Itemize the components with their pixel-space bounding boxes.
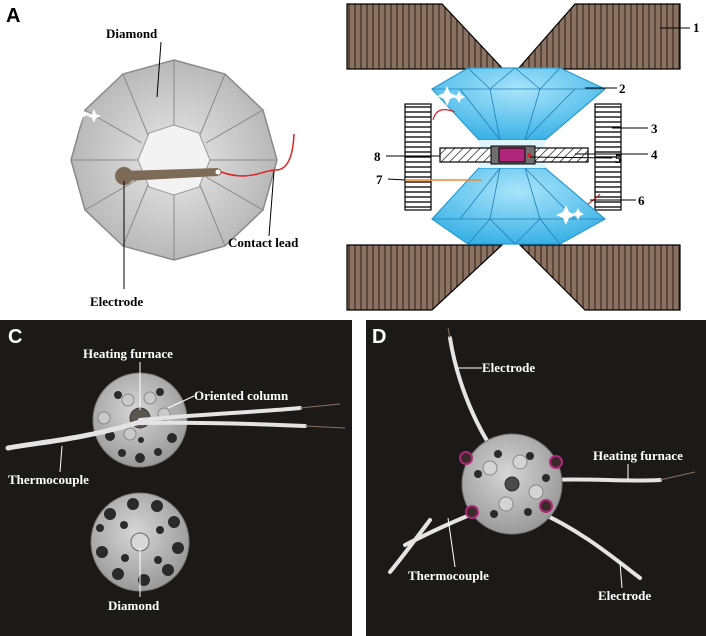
thermocouple-cable-left (5, 419, 143, 451)
lead-wire-bottom (587, 193, 601, 205)
anvil-support-bottom-left (346, 244, 504, 311)
label-heating-furnace-d: Heating furnace (593, 448, 683, 463)
cell-screws (459, 451, 563, 519)
diamond-upper (431, 67, 607, 141)
label-heating-furnace-c: Heating furnace (83, 346, 173, 361)
label-diamond: Diamond (106, 26, 158, 41)
label-electrode: Electrode (90, 294, 143, 309)
cell-plate-holes (474, 450, 550, 518)
photo-c-background (0, 320, 352, 636)
cable-far-left (388, 518, 432, 574)
heater-left (404, 103, 432, 211)
diamond-upper-facets (432, 67, 605, 141)
lead-junction (214, 168, 222, 176)
label-diamond-c: Diamond (108, 598, 160, 613)
number-2: 2 (619, 81, 626, 96)
wire-tip-1 (299, 403, 341, 409)
number-4: 4 (651, 147, 658, 162)
panel-c-letter: C (8, 326, 22, 348)
culet-face (137, 124, 211, 196)
panel-b: B (346, 3, 700, 311)
panel-d-letter: D (372, 326, 386, 348)
anvil-support-bottom-right (518, 244, 681, 311)
sample-chamber (498, 147, 526, 163)
panel-d: D Electrode Heating furnace Thermocouple… (366, 320, 706, 636)
label-contact-lead: Contact lead (228, 235, 299, 250)
panel-a-letter: A (6, 5, 20, 27)
number-3: 3 (651, 121, 658, 136)
label-electrode-d-top: Electrode (482, 360, 535, 375)
heater-right (594, 103, 622, 211)
cable-right-1 (138, 406, 302, 422)
sample-electrode-dot (527, 153, 531, 157)
contact-lead-wire (220, 133, 295, 177)
label-thermocouple-c: Thermocouple (8, 472, 89, 487)
lead-wire-top (432, 109, 456, 121)
cable-right (546, 477, 662, 483)
cell-plate-columns (482, 454, 544, 512)
callout-lines (386, 27, 690, 201)
panel-c: C Heating furnace (0, 320, 352, 636)
number-8: 8 (374, 149, 381, 164)
wire-tip-2 (304, 425, 346, 429)
lower-plate-holes (96, 498, 184, 586)
anvil-support-top-right (516, 3, 681, 70)
sparkle-icon (437, 86, 584, 225)
sparkle-icon (69, 103, 101, 125)
number-5: 5 (615, 151, 622, 166)
number-7: 7 (376, 172, 383, 187)
label-oriented-column: Oriented column (194, 388, 289, 403)
anvil-support-top-left (346, 3, 505, 70)
cable-right-2 (138, 420, 307, 428)
electrode-strip (124, 168, 218, 181)
number-1: 1 (693, 20, 700, 35)
number-6: 6 (638, 193, 645, 208)
upper-plate-holes (105, 388, 177, 463)
panel-a: A Diamond Electrode Cont (6, 5, 299, 309)
label-electrode-d-bottom: Electrode (598, 588, 651, 603)
label-thermocouple-d: Thermocouple (408, 568, 489, 583)
cell-center (504, 476, 520, 492)
